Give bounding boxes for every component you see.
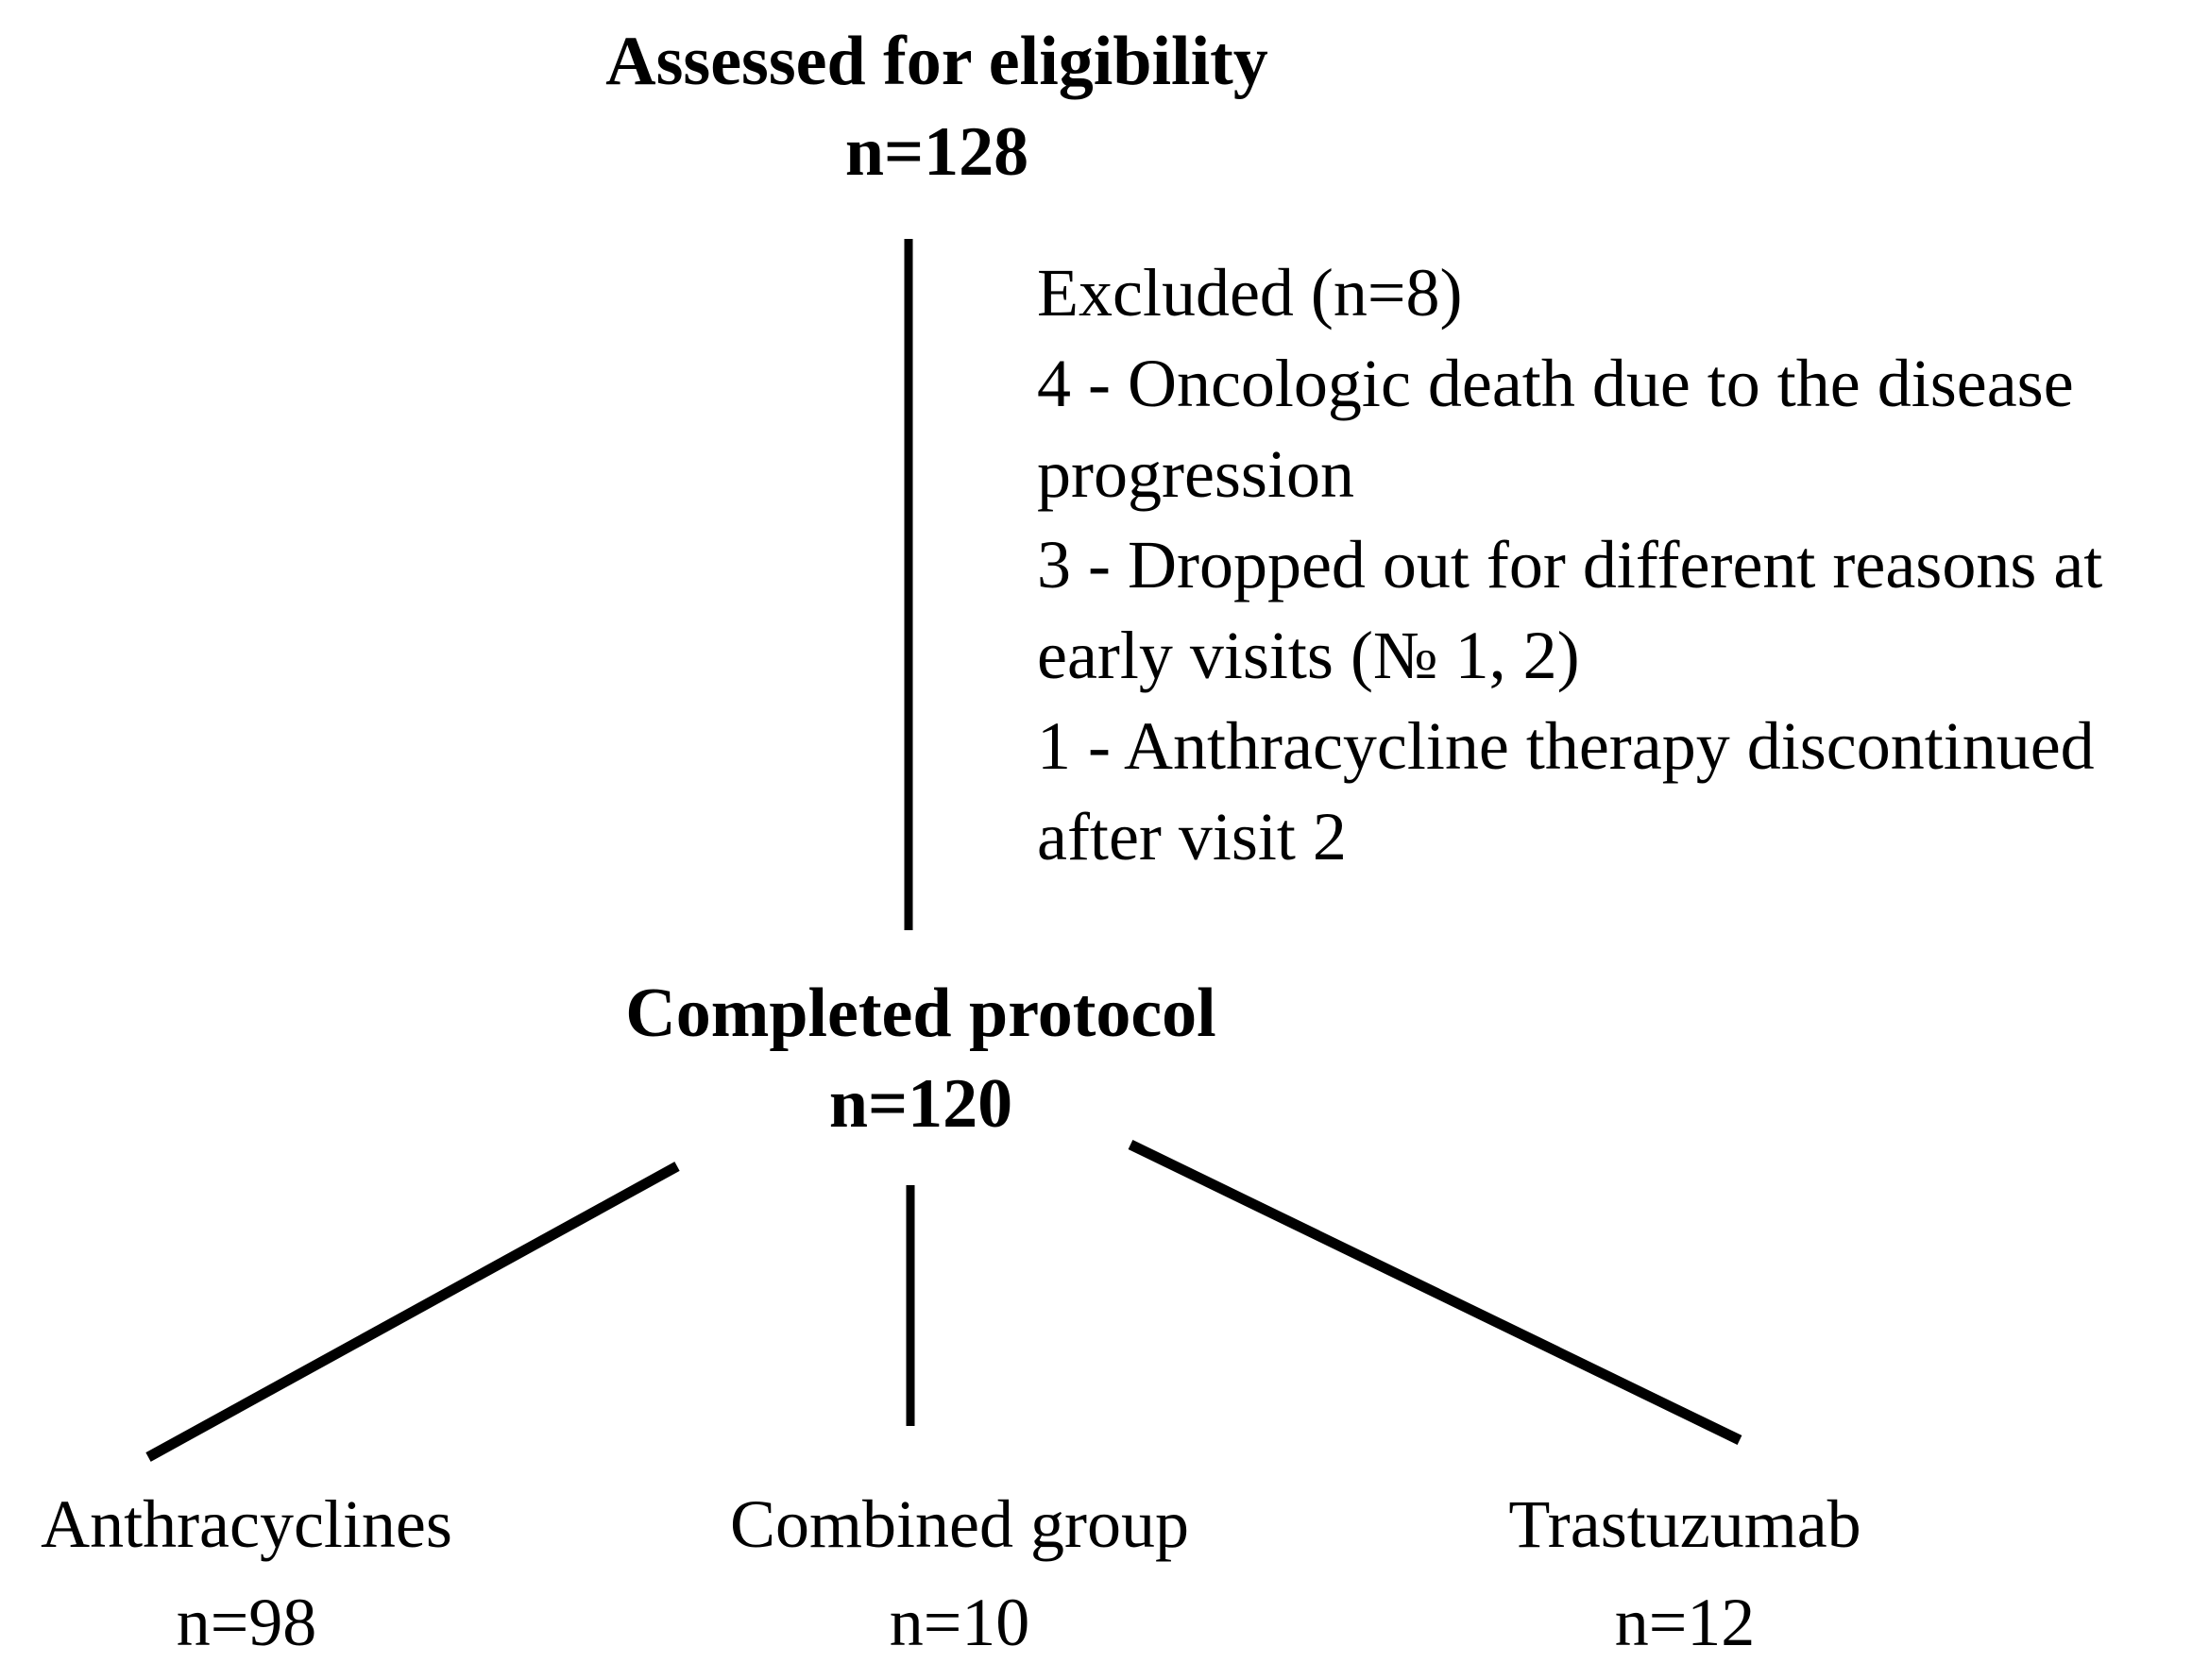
group-node-combined: Combined group n=10 (676, 1475, 1243, 1672)
branch-left-line (145, 1162, 680, 1462)
excluded-reason-line: after visit 2 (1037, 799, 1347, 874)
completed-title: Completed protocol (625, 975, 1216, 1052)
assessed-node: Assessed for eligibility n=128 (417, 16, 1456, 197)
excluded-reason-line: 3 - Dropped out for different reasons at (1037, 527, 2103, 602)
group-label: Combined group (730, 1486, 1189, 1562)
group-count: n=12 (1614, 1585, 1756, 1660)
assessed-title: Assessed for eligibility (605, 23, 1268, 100)
group-node-trastuzumab: Trastuzumab n=12 (1402, 1475, 1968, 1672)
group-count: n=98 (176, 1585, 317, 1660)
excluded-reason-line: progression (1037, 436, 1354, 512)
group-count: n=10 (889, 1585, 1030, 1660)
group-label: Anthracyclines (41, 1486, 452, 1562)
branch-right-line (1128, 1140, 1742, 1445)
assessed-count: n=128 (844, 113, 1029, 191)
completed-node: Completed protocol n=120 (496, 968, 1346, 1149)
excluded-reason-line: 4 - Oncologic death due to the disease (1037, 346, 2074, 421)
group-label: Trastuzumab (1508, 1486, 1861, 1562)
excluded-reason-line: 1 - Anthracycline therapy discontinued (1037, 708, 2095, 784)
completed-count: n=120 (828, 1065, 1013, 1143)
excluded-reason-line: early visits (№ 1, 2) (1037, 618, 1580, 693)
excluded-note: Excluded (n=8) 4 - Oncologic death due t… (1037, 247, 2102, 882)
group-node-anthracyclines: Anthracyclines n=98 (0, 1475, 530, 1672)
excluded-heading: Excluded (n=8) (1037, 255, 1463, 331)
